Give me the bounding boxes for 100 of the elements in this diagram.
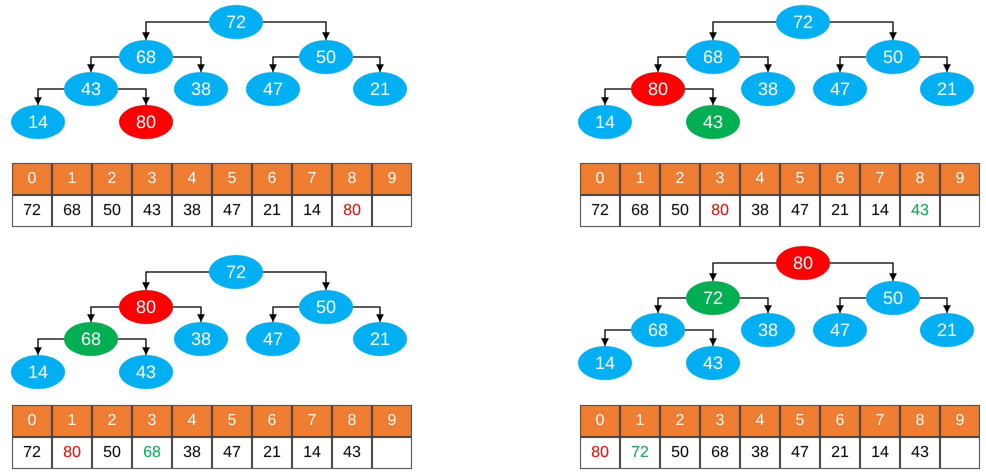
index-cell: 1: [620, 405, 660, 437]
arrow: [353, 56, 384, 72]
heap-node: 21: [353, 72, 407, 106]
index-cell: 3: [132, 163, 172, 195]
arrow: [654, 56, 686, 72]
value-cell: 43: [332, 437, 372, 469]
value-cell: 68: [620, 195, 660, 227]
index-cell: 2: [660, 163, 700, 195]
arrow: [87, 306, 119, 322]
index-cell: 7: [292, 163, 332, 195]
index-cell: 2: [92, 163, 132, 195]
heap-node: 43: [64, 72, 118, 106]
heap-node: 14: [11, 105, 65, 139]
index-cell: 1: [620, 163, 660, 195]
index-cell: 1: [52, 163, 92, 195]
value-cell: 72: [12, 195, 52, 227]
value-cell: 43: [900, 195, 940, 227]
arrow: [836, 56, 866, 72]
index-cell: 5: [212, 163, 252, 195]
value-cell: 14: [860, 437, 900, 469]
value-cell: 80: [580, 437, 620, 469]
index-cell: 8: [332, 405, 372, 437]
index-cell: 8: [900, 163, 940, 195]
value-cell: 14: [292, 195, 332, 227]
heap-node: 72: [776, 5, 830, 39]
heap-node: 68: [119, 40, 173, 74]
arrow: [142, 271, 209, 290]
heap-node: 68: [686, 40, 740, 74]
heap-node: 14: [11, 355, 65, 389]
index-cell: 4: [172, 163, 212, 195]
index-cell: 5: [780, 405, 820, 437]
index-cell: 0: [580, 405, 620, 437]
heap-node: 43: [686, 346, 740, 380]
arrow: [263, 21, 330, 40]
value-cell: 38: [740, 195, 780, 227]
arrow: [709, 21, 776, 40]
value-cell: 80: [700, 195, 740, 227]
value-cell: 50: [660, 437, 700, 469]
index-cell: 4: [740, 163, 780, 195]
index-cell: 6: [820, 405, 860, 437]
value-cell: 80: [52, 437, 92, 469]
value-cell: 50: [660, 195, 700, 227]
index-cell: 9: [940, 405, 980, 437]
value-cell: 50: [92, 195, 132, 227]
index-cell: 8: [900, 405, 940, 437]
heap-node: 47: [813, 72, 867, 106]
arrow: [87, 56, 119, 72]
index-cell: 6: [252, 163, 292, 195]
arrow: [34, 88, 64, 105]
index-cell: 6: [820, 163, 860, 195]
value-cell: 68: [132, 437, 172, 469]
heap-node: 80: [119, 105, 173, 139]
value-cell: 21: [252, 437, 292, 469]
value-cell: 38: [740, 437, 780, 469]
heap-node: 21: [920, 72, 974, 106]
index-cell: 7: [860, 405, 900, 437]
heap-node: 21: [920, 313, 974, 347]
heap-node: 14: [578, 105, 632, 139]
arrow: [601, 329, 631, 346]
arrow: [654, 297, 686, 313]
arrow: [830, 262, 897, 281]
index-cell: 6: [252, 405, 292, 437]
arrow: [685, 88, 717, 105]
heap-node: 80: [119, 290, 173, 324]
heap-node: 47: [813, 313, 867, 347]
arrow: [34, 338, 64, 355]
arrow: [173, 306, 205, 322]
heap-node: 72: [686, 281, 740, 315]
index-cell: 9: [372, 405, 412, 437]
value-cell: 38: [172, 437, 212, 469]
arrow: [920, 297, 951, 313]
index-cell: 7: [292, 405, 332, 437]
index-cell: 2: [660, 405, 700, 437]
value-cell: 80: [332, 195, 372, 227]
arrow: [920, 56, 951, 72]
arrow: [740, 297, 772, 313]
index-cell: 5: [212, 405, 252, 437]
heap-node: 43: [119, 355, 173, 389]
index-cell: 4: [740, 405, 780, 437]
index-cell: 8: [332, 163, 372, 195]
heap-node: 50: [299, 290, 353, 324]
index-cell: 0: [12, 163, 52, 195]
heap-node: 80: [776, 246, 830, 280]
index-cell: 9: [372, 163, 412, 195]
arrow: [118, 338, 150, 355]
value-cell: 50: [92, 437, 132, 469]
index-cell: 0: [12, 405, 52, 437]
value-cell: 68: [700, 437, 740, 469]
index-cell: 5: [780, 163, 820, 195]
heap-node: 38: [174, 72, 228, 106]
heap-node: 43: [686, 105, 740, 139]
heap-node: 14: [578, 346, 632, 380]
value-cell: 72: [12, 437, 52, 469]
heap-node: 21: [353, 322, 407, 356]
arrow: [142, 21, 209, 40]
arrow: [836, 297, 866, 313]
value-cell: 21: [252, 195, 292, 227]
heap-node: 72: [209, 255, 263, 289]
index-cell: 0: [580, 163, 620, 195]
heap-node: 38: [741, 313, 795, 347]
